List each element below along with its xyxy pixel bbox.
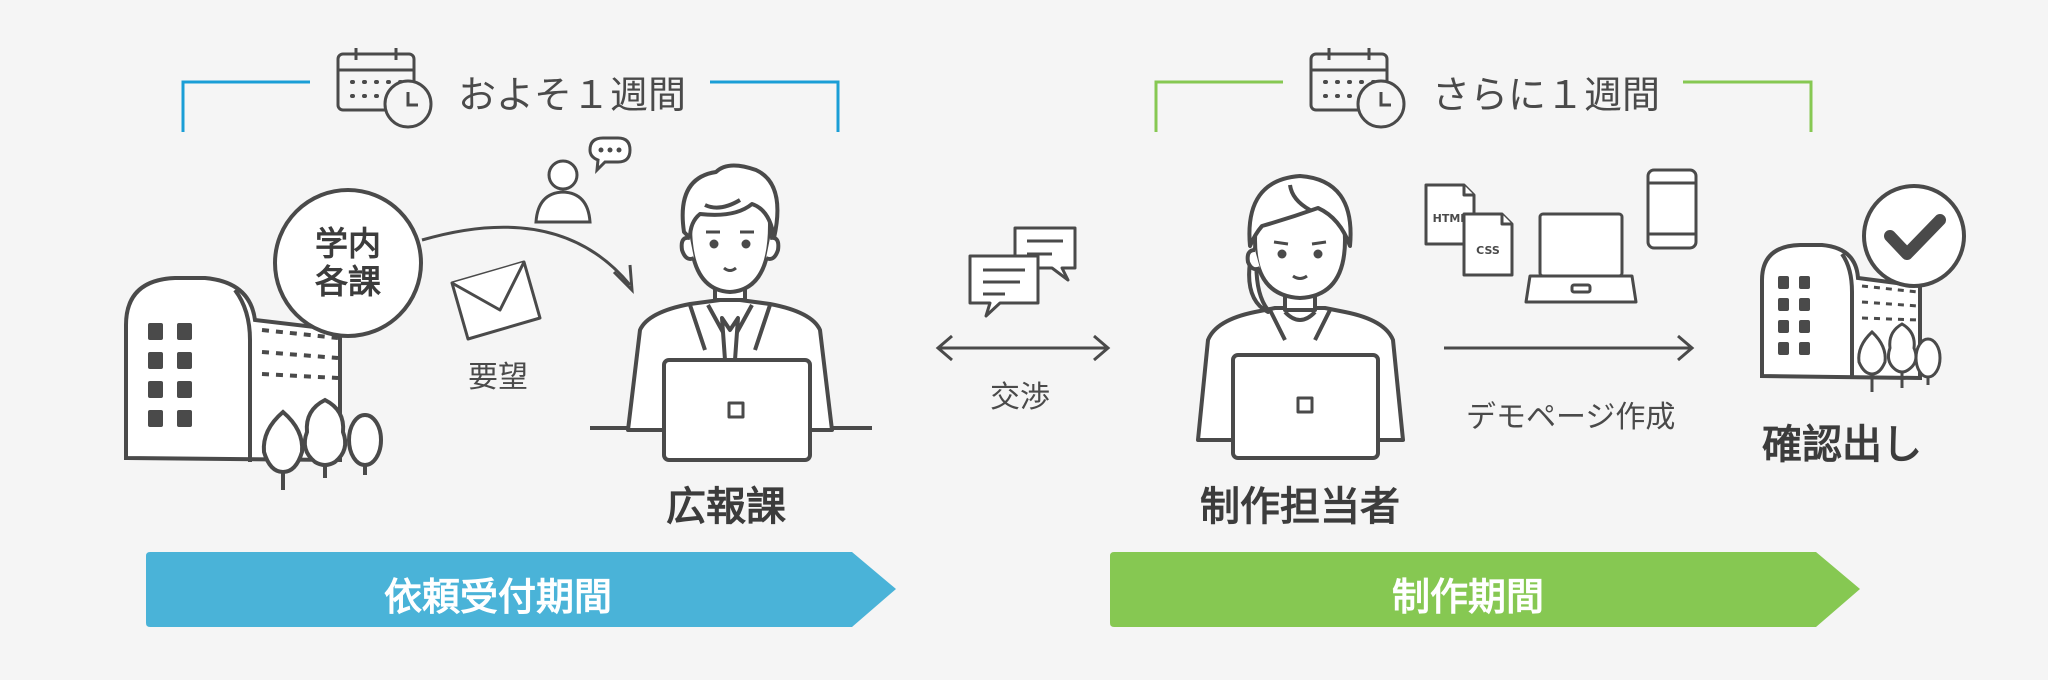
calendar-clock-icon xyxy=(1309,48,1406,129)
negotiation-label: 交渉 xyxy=(990,380,1050,415)
request-bracket xyxy=(181,80,840,132)
demo-page-label: デモページ作成 xyxy=(1466,400,1676,435)
request-flow-arrowhead xyxy=(612,264,634,294)
laptop-icon xyxy=(1524,212,1638,304)
production-bracket xyxy=(1154,80,1813,132)
css-file-tag: CSS xyxy=(1476,244,1500,257)
school-departments-bubble xyxy=(273,188,423,338)
request-phase-bar xyxy=(146,552,896,627)
creator-label: 制作担当者 xyxy=(1200,484,1400,530)
school-building-check-icon xyxy=(1760,184,1966,392)
css-file-icon xyxy=(1462,212,1514,277)
smartphone-icon xyxy=(1646,168,1698,250)
pr-department-label: 広報課 xyxy=(666,484,786,530)
envelope-icon xyxy=(450,260,542,341)
request-phase-label: 依頼受付期間 xyxy=(384,575,613,619)
calendar-clock-icon xyxy=(336,48,433,129)
request-flow-arrow xyxy=(421,225,632,286)
production-phase-label: 制作期間 xyxy=(1392,575,1545,619)
creator-illustration xyxy=(1196,174,1405,460)
check-icon xyxy=(1884,214,1946,260)
html-file-tag: HTML xyxy=(1433,212,1468,225)
negotiation-double-arrow xyxy=(935,334,1111,362)
chat-bubbles-icon xyxy=(968,226,1077,318)
production-phase-bar xyxy=(1110,552,1860,627)
request-duration-label: およそ１週間 xyxy=(458,73,687,117)
request-label: 要望 xyxy=(468,360,528,395)
demo-page-arrow xyxy=(1444,334,1695,362)
confirmation-label: 確認出し xyxy=(1762,422,1922,468)
school-building-icon xyxy=(124,276,383,490)
school-departments-label: 学内 各課 xyxy=(315,224,381,301)
person-chat-icon xyxy=(534,136,632,224)
production-duration-label: さらに１週間 xyxy=(1432,73,1661,117)
pr-staff-illustration xyxy=(590,163,872,462)
